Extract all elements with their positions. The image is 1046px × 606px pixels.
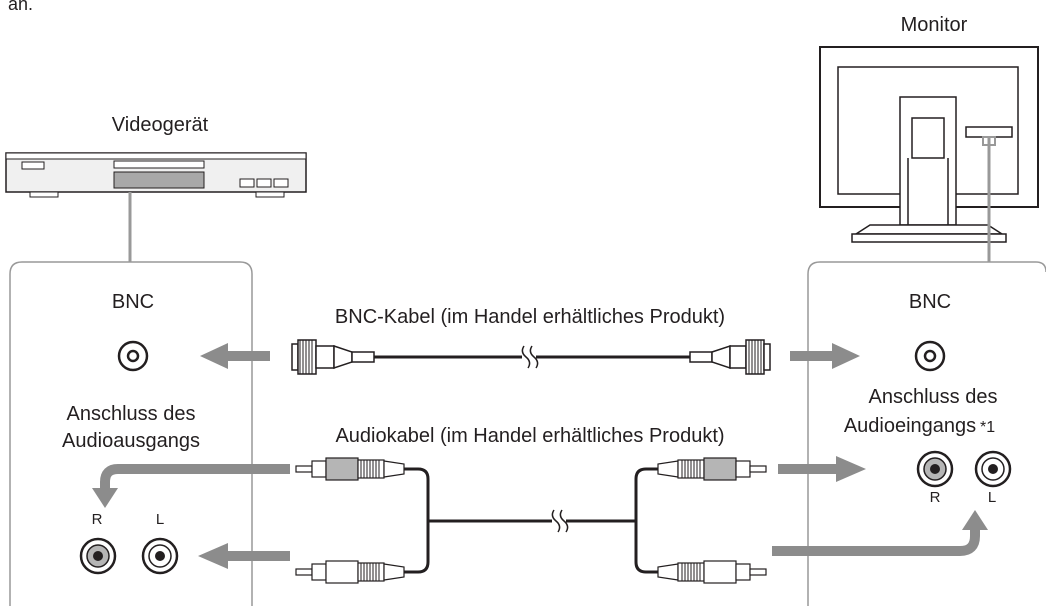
arrow-audio-r-to-right-jack xyxy=(778,456,866,482)
top-text-fragment: an. xyxy=(8,0,33,14)
left-audio-jack-l xyxy=(141,537,179,575)
right-bnc-jack xyxy=(914,340,946,372)
right-connector-panel xyxy=(807,261,1046,606)
right-channel-r-label: R xyxy=(930,489,941,506)
left-channel-l-label: L xyxy=(156,511,164,528)
right-bnc-label: BNC xyxy=(909,291,951,313)
audio-cable-label: Audiokabel (im Handel erhältliches Produ… xyxy=(335,425,724,447)
video-device-illustration xyxy=(5,152,307,198)
right-audio-jack-l xyxy=(974,450,1012,488)
monitor-illustration xyxy=(819,46,1039,243)
right-audio-jack-r xyxy=(916,450,954,488)
monitor-label: Monitor xyxy=(901,14,968,36)
arrow-to-left-bnc xyxy=(200,343,270,369)
bnc-cable-label: BNC-Kabel (im Handel erhältliches Produk… xyxy=(335,306,725,328)
arrow-audio-l-to-right-jack xyxy=(772,510,988,556)
arrow-to-right-bnc xyxy=(790,343,860,369)
arrow-audio-l-to-left-jack xyxy=(198,543,290,569)
bnc-cable xyxy=(291,339,771,375)
left-channel-r-label: R xyxy=(92,511,103,528)
audio-cable xyxy=(295,457,767,584)
left-connector-panel xyxy=(9,261,253,606)
audio-input-label-line1: Anschluss des xyxy=(869,386,998,408)
audio-output-label-line1: Anschluss des xyxy=(67,403,196,425)
right-channel-l-label: L xyxy=(988,489,996,506)
video-device-label: Videogerät xyxy=(112,114,209,136)
footnote-mark: *1 xyxy=(980,419,995,436)
left-bnc-label: BNC xyxy=(112,291,154,313)
left-bnc-jack xyxy=(117,340,149,372)
audio-input-label-line2: Audioeingangs xyxy=(844,415,976,437)
audio-output-label-line2: Audioausgangs xyxy=(62,430,200,452)
left-audio-jack-r xyxy=(79,537,117,575)
arrow-audio-r-to-left-jack xyxy=(92,464,290,508)
